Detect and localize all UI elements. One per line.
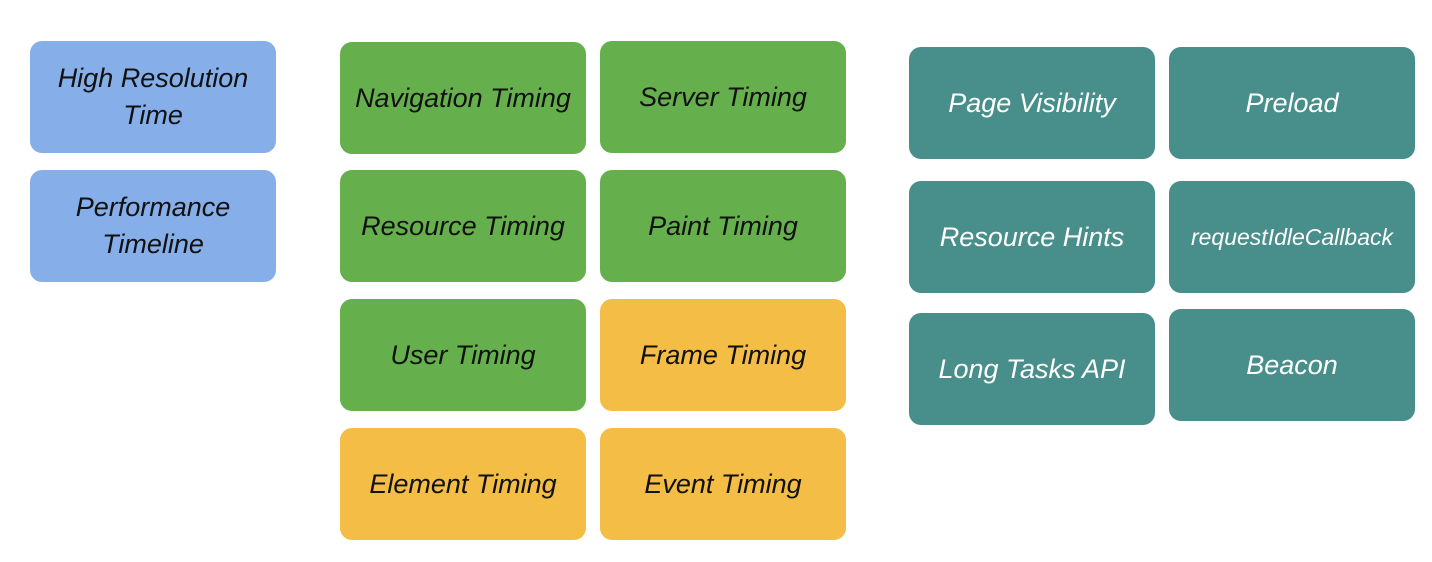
box-label: Performance Timeline <box>75 192 231 259</box>
box-long-tasks-api: Long Tasks API <box>909 313 1155 425</box>
box-label: Resource Timing <box>361 210 565 241</box>
box-request-idle-callback: requestIdleCallback <box>1169 181 1415 293</box>
box-server-timing: Server Timing <box>600 41 846 153</box>
box-label: Beacon <box>1246 349 1338 380</box>
box-paint-timing: Paint Timing <box>600 170 846 282</box>
box-label: Element Timing <box>369 468 557 499</box>
box-label: User Timing <box>390 339 536 370</box>
box-user-timing: User Timing <box>340 299 586 411</box>
box-label: High Resolution Time <box>57 63 249 130</box>
box-label: requestIdleCallback <box>1190 223 1393 250</box>
box-beacon: Beacon <box>1169 309 1415 421</box>
box-label: Page Visibility <box>948 87 1116 118</box>
box-label: Navigation Timing <box>355 82 571 113</box>
box-label: Event Timing <box>644 468 802 499</box>
box-resource-timing: Resource Timing <box>340 170 586 282</box>
box-performance-timeline: Performance Timeline <box>30 170 276 282</box>
box-frame-timing: Frame Timing <box>600 299 846 411</box>
box-element-timing: Element Timing <box>340 428 586 540</box>
box-page-visibility: Page Visibility <box>909 47 1155 159</box>
box-label: Server Timing <box>639 81 807 112</box>
box-label: Paint Timing <box>648 210 798 241</box>
box-navigation-timing: Navigation Timing <box>340 42 586 154</box>
box-label: Frame Timing <box>639 339 807 370</box>
box-preload: Preload <box>1169 47 1415 159</box>
box-label: Resource Hints <box>939 221 1125 252</box>
box-label: Preload <box>1245 87 1339 118</box>
box-event-timing: Event Timing <box>600 428 846 540</box>
box-resource-hints: Resource Hints <box>909 181 1155 293</box>
box-high-resolution-time: High Resolution Time <box>30 41 276 153</box>
box-label: Long Tasks API <box>938 353 1126 384</box>
